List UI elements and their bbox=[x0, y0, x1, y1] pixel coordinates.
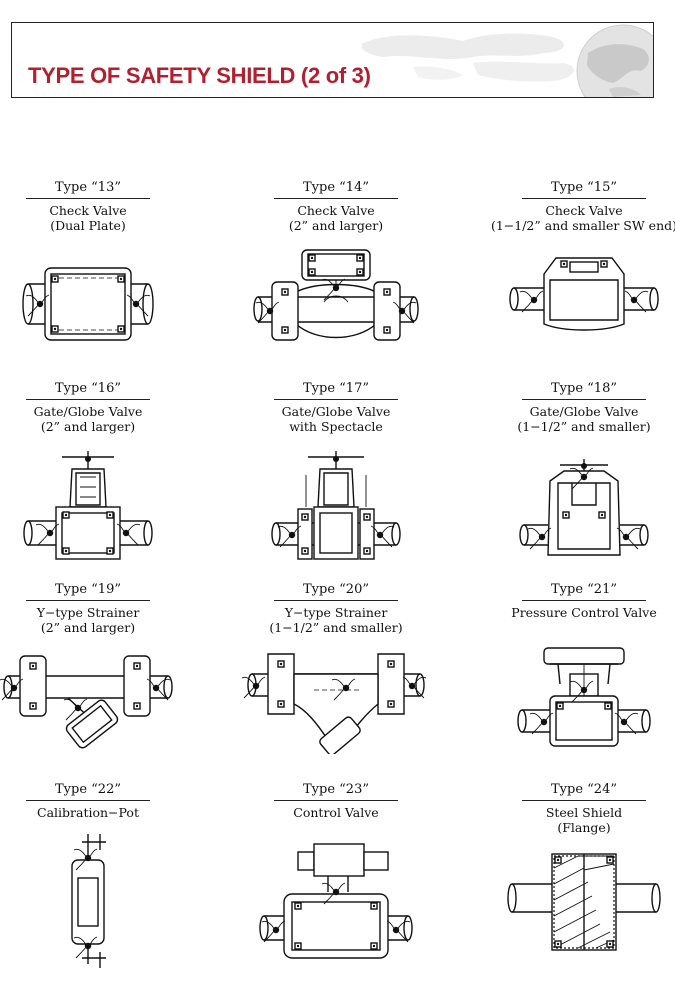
type-label: Type “14” bbox=[303, 180, 369, 195]
steel-shield-flange-drawing bbox=[507, 853, 661, 951]
caption-line-2: (2” and larger) bbox=[288, 218, 384, 233]
caption-line-1: Gate/Globe Valve bbox=[281, 404, 391, 419]
type-label: Type “13” bbox=[55, 180, 121, 195]
type-17-cell: Type “17” Gate/Globe Valve with Spectacl… bbox=[236, 381, 436, 560]
type-14-cell: Type “14” Check Valve (2” and larger) bbox=[236, 180, 436, 341]
type-15-cell: Type “15” Check Valve (1−1/2” and smalle… bbox=[484, 180, 675, 331]
gate-globe-valve-spectacle-drawing bbox=[271, 451, 401, 560]
type-label: Type “19” bbox=[55, 582, 121, 597]
divider bbox=[26, 800, 150, 801]
type-24-cell: Type “24” Steel Shield (Flange) bbox=[484, 782, 675, 951]
type-21-cell: Type “21” Pressure Control Valve bbox=[484, 582, 675, 747]
caption-line-1: Control Valve bbox=[293, 805, 379, 820]
caption-line-1: Check Valve bbox=[545, 203, 623, 218]
caption-line-1: Gate/Globe Valve bbox=[529, 404, 639, 419]
caption-line-1: Calibration−Pot bbox=[37, 805, 139, 820]
divider bbox=[522, 600, 646, 601]
caption-line-1: Steel Shield bbox=[545, 805, 623, 820]
caption-line-1: Pressure Control Valve bbox=[511, 605, 657, 620]
caption-line-1: Check Valve bbox=[49, 203, 127, 218]
control-valve-drawing bbox=[259, 843, 413, 959]
page-title: TYPE OF SAFETY SHIELD (2 of 3) bbox=[28, 63, 371, 88]
type-label: Type “21” bbox=[551, 582, 617, 597]
type-label: Type “24” bbox=[551, 782, 617, 797]
pressure-control-valve-drawing bbox=[517, 647, 651, 747]
type-label: Type “18” bbox=[551, 381, 617, 396]
caption-line-2: (2” and larger) bbox=[40, 419, 136, 434]
check-valve-sw-end-drawing bbox=[509, 257, 659, 331]
divider bbox=[26, 600, 150, 601]
divider bbox=[522, 399, 646, 400]
type-19-cell: Type “19” Y−type Strainer (2” and larger… bbox=[0, 582, 188, 749]
type-label: Type “15” bbox=[551, 180, 617, 195]
y-type-strainer-drawing bbox=[0, 655, 173, 749]
type-label: Type “22” bbox=[55, 782, 121, 797]
caption-line-2: (1−1/2” and smaller) bbox=[517, 419, 651, 434]
caption-line-2: (1−1/2” and smaller SW end) bbox=[490, 218, 675, 233]
y-type-strainer-small-drawing bbox=[241, 653, 427, 754]
divider bbox=[522, 198, 646, 199]
type-label: Type “20” bbox=[303, 582, 369, 597]
caption-line-2: (Flange) bbox=[557, 820, 611, 835]
divider bbox=[522, 800, 646, 801]
gate-globe-valve-drawing bbox=[23, 451, 153, 560]
caption-line-2: (2” and larger) bbox=[40, 620, 136, 635]
caption-line-2: with Spectacle bbox=[289, 419, 383, 434]
type-label: Type “23” bbox=[303, 782, 369, 797]
caption-line-1: Y−type Strainer bbox=[36, 605, 140, 620]
caption-line-2: (1−1/2” and smaller) bbox=[269, 620, 403, 635]
type-18-cell: Type “18” Gate/Globe Valve (1−1/2” and s… bbox=[484, 381, 675, 556]
type-16-cell: Type “16” Gate/Globe Valve (2” and large… bbox=[0, 381, 188, 560]
check-valve-2in-larger-drawing bbox=[253, 249, 419, 341]
type-23-cell: Type “23” Control Valve bbox=[236, 782, 436, 959]
type-20-cell: Type “20” Y−type Strainer (1−1/2” and sm… bbox=[236, 582, 436, 754]
check-valve-dual-plate-drawing bbox=[22, 267, 154, 341]
type-label: Type “16” bbox=[55, 381, 121, 396]
type-label: Type “17” bbox=[303, 381, 369, 396]
divider bbox=[26, 198, 150, 199]
divider bbox=[274, 800, 398, 801]
caption-line-1: Gate/Globe Valve bbox=[33, 404, 143, 419]
caption-line-1: Check Valve bbox=[297, 203, 375, 218]
type-22-cell: Type “22” Calibration−Pot bbox=[0, 782, 188, 968]
divider bbox=[274, 198, 398, 199]
divider bbox=[274, 600, 398, 601]
caption-line-2: (Dual Plate) bbox=[50, 218, 126, 233]
gate-globe-valve-small-drawing bbox=[519, 459, 649, 556]
page-header: TYPE OF SAFETY SHIELD (2 of 3) bbox=[11, 22, 654, 98]
divider bbox=[274, 399, 398, 400]
type-13-cell: Type “13” Check Valve (Dual Plate) bbox=[0, 180, 188, 341]
calibration-pot-drawing bbox=[71, 834, 106, 968]
world-map-globe-decoration bbox=[361, 24, 653, 97]
caption-line-1: Y−type Strainer bbox=[284, 605, 388, 620]
divider bbox=[26, 399, 150, 400]
